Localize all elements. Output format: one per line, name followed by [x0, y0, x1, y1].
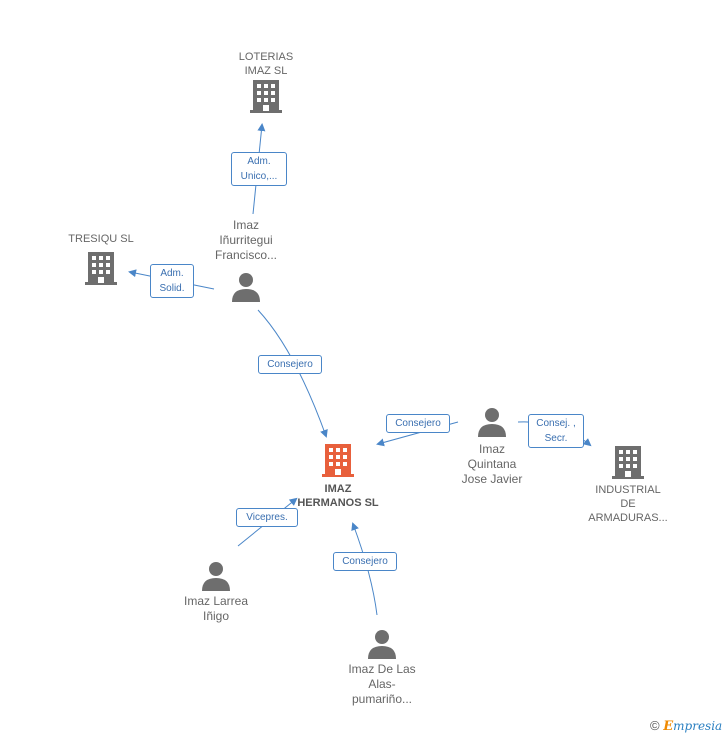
edge-label-consejero-2[interactable]: Consejero: [386, 414, 450, 433]
edge-label-consej-secr[interactable]: Consej. , Secr.: [528, 414, 584, 448]
node-imaz-larrea[interactable]: Imaz Larrea Iñigo: [170, 560, 262, 624]
node-label: Imaz De Las Alas- pumariño...: [348, 662, 416, 706]
edge-label-consejero-3[interactable]: Consejero: [333, 552, 397, 571]
node-tresiqu[interactable]: TRESIQU SL: [58, 232, 144, 286]
person-icon: [368, 630, 396, 659]
edge-label-adm-unico[interactable]: Adm. Unico,...: [231, 152, 287, 186]
edge-label-vicepres[interactable]: Vicepres.: [236, 508, 298, 527]
node-imaz-inurritegui[interactable]: Imaz Iñurritegui Francisco...: [200, 218, 292, 303]
building-icon: [250, 80, 282, 113]
copyright-footer: © Empresia: [650, 718, 722, 734]
edge-label-consejero-1[interactable]: Consejero: [258, 355, 322, 374]
node-imaz-quintana[interactable]: Imaz Quintana Jose Javier: [446, 406, 538, 487]
node-label: Imaz Quintana Jose Javier: [461, 442, 523, 486]
building-icon: [85, 252, 117, 285]
building-icon: [322, 444, 354, 477]
node-label: INDUSTRIAL DE ARMADURAS...: [588, 484, 668, 524]
empresia-logo: Empresia: [663, 719, 723, 734]
person-icon: [478, 408, 506, 437]
node-label: Imaz Iñurritegui Francisco...: [214, 218, 277, 262]
edge-consejero-3-line: [351, 522, 378, 616]
node-imaz-hermanos[interactable]: IMAZ HERMANOS SL: [288, 442, 388, 510]
node-label: LOTERIAS IMAZ SL: [238, 51, 294, 77]
copyright-symbol: ©: [650, 718, 660, 733]
node-imaz-de-las-alas[interactable]: Imaz De Las Alas- pumariño...: [336, 628, 428, 707]
person-icon: [232, 273, 260, 302]
node-industrial-armaduras[interactable]: INDUSTRIAL DE ARMADURAS...: [580, 444, 676, 525]
node-label: IMAZ HERMANOS SL: [297, 483, 379, 509]
edge-label-adm-solid[interactable]: Adm. Solid.: [150, 264, 194, 298]
person-icon: [202, 562, 230, 591]
node-label: TRESIQU SL: [68, 233, 134, 245]
node-label: Imaz Larrea Iñigo: [183, 594, 249, 623]
node-loterias-imaz[interactable]: LOTERIAS IMAZ SL: [226, 50, 306, 114]
building-icon: [612, 446, 644, 479]
